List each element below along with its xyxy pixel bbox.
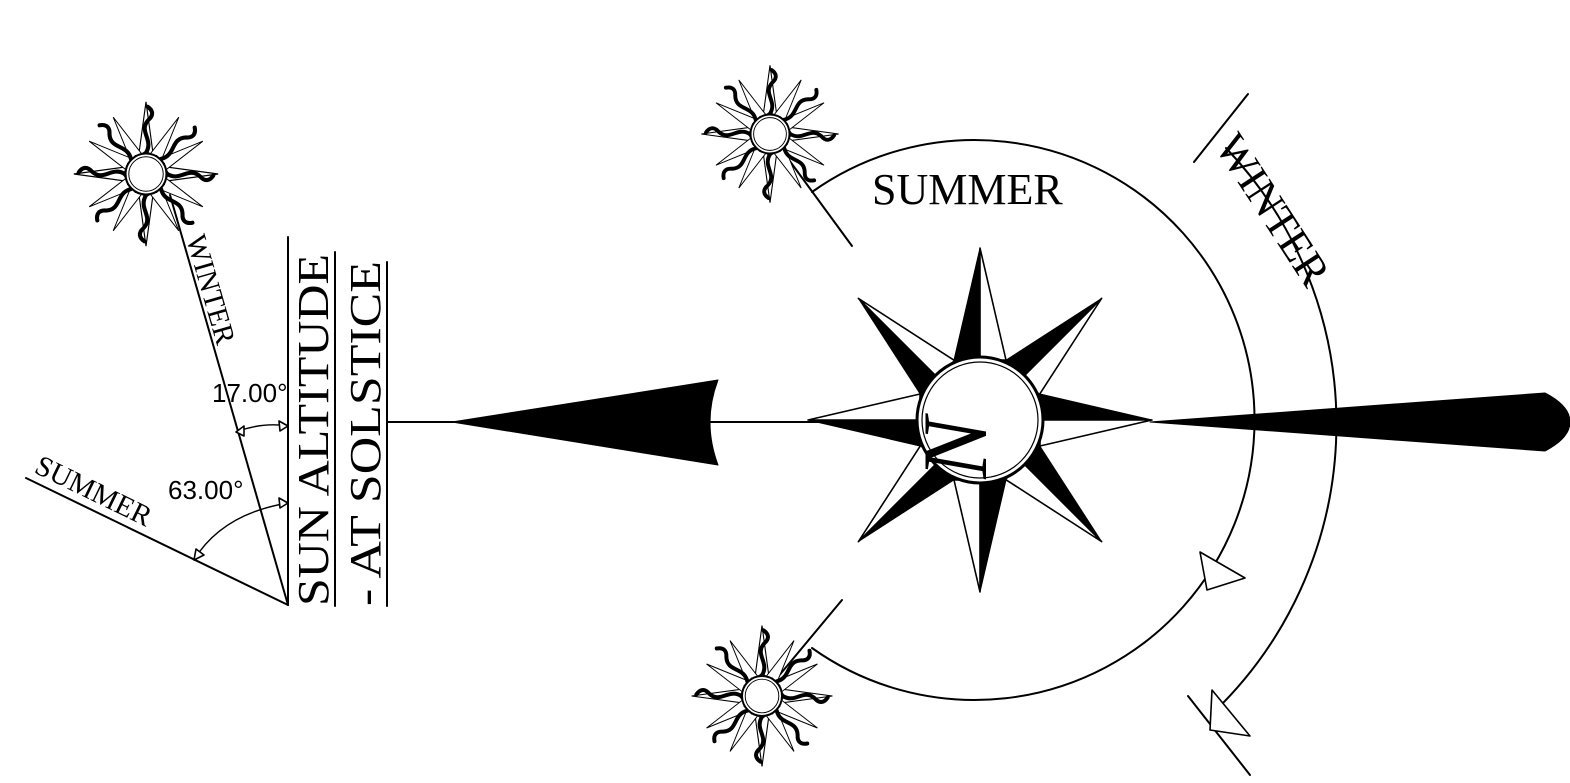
north-arrow-tail-icon (387, 380, 820, 465)
arrowhead-icon (279, 421, 288, 431)
direction-arrow-icon (1200, 552, 1245, 590)
summer-arc-label: SUMMER (872, 165, 1063, 214)
arrowhead-icon (279, 498, 288, 508)
compass-diagram: SUMMER WINTER (387, 49, 1570, 783)
winter-angle-label: 17.00° (212, 378, 287, 408)
summer-label: SUMMER (30, 450, 158, 534)
sun-altitude-diagram: WINTER SUMMER 17.00° 63.00° SUN ALTITUDE… (26, 84, 390, 606)
north-letter: N (904, 413, 1006, 480)
sun-icon (685, 49, 855, 219)
arrowhead-icon (194, 549, 204, 560)
winter-label: WINTER (179, 231, 241, 349)
title-line-1: SUN ALTITUDE (289, 254, 338, 606)
sun-icon (675, 609, 850, 783)
summer-angle-label: 63.00° (168, 475, 243, 505)
summer-angle-arc (194, 503, 288, 560)
title-line-2: - AT SOLSTICE (341, 261, 390, 606)
winter-arc-label: WINTER (1206, 125, 1341, 296)
north-arrow-icon (1150, 393, 1570, 451)
summer-ray (26, 478, 288, 605)
